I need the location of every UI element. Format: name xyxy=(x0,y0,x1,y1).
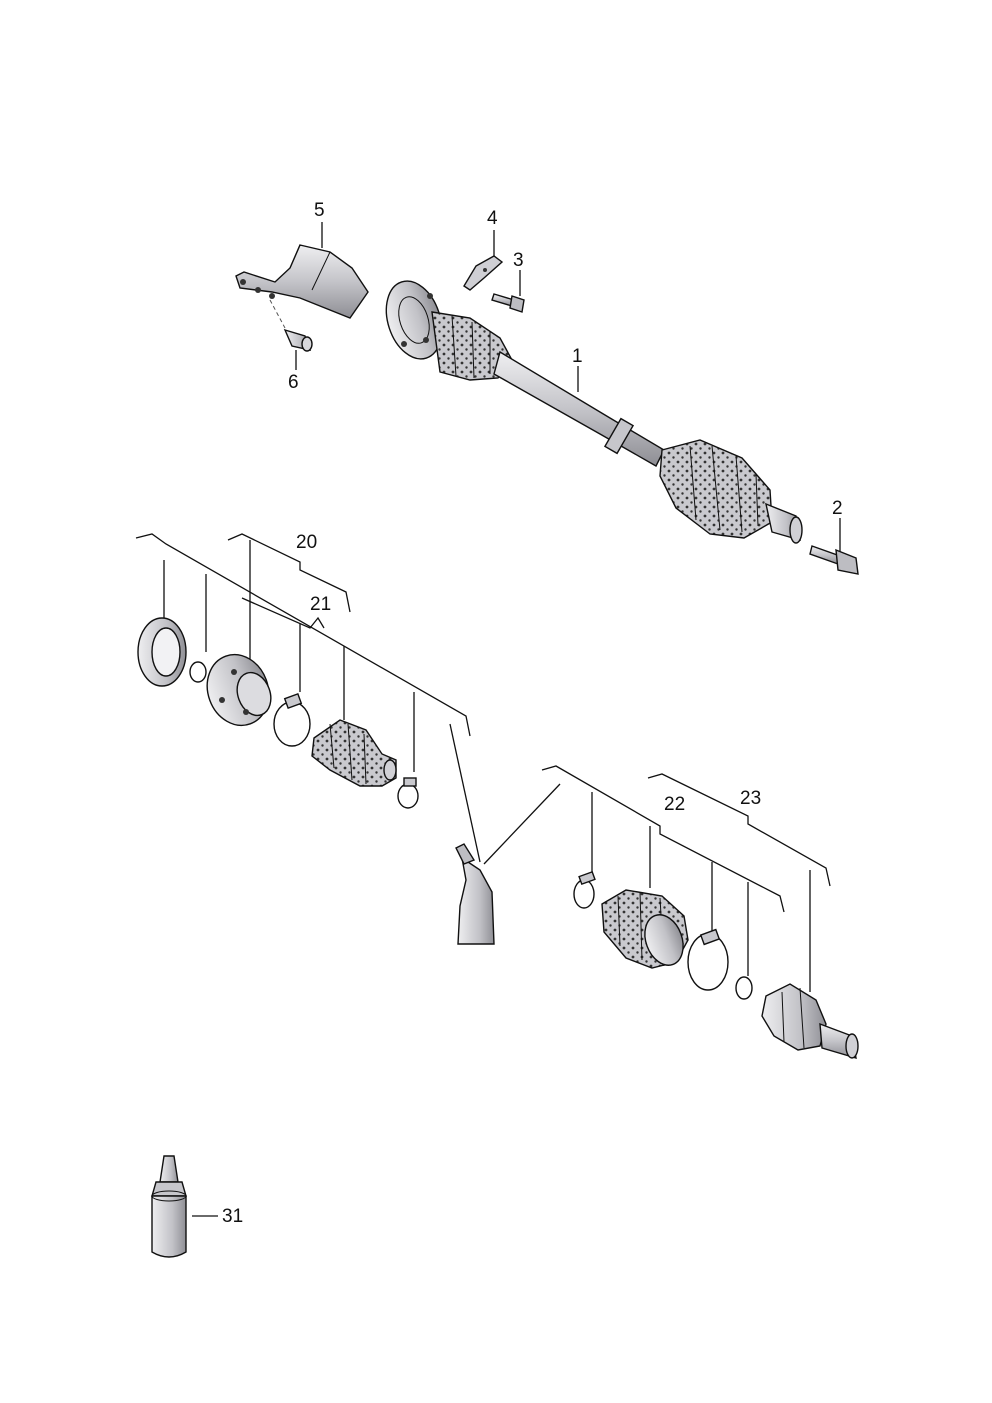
callout-20: 20 xyxy=(296,532,317,553)
clamp-outer-small xyxy=(573,870,596,909)
flange-joint xyxy=(206,653,272,727)
spacer-sleeve-part-6 xyxy=(283,328,313,352)
seal-ring xyxy=(137,617,187,687)
bracket-20-main xyxy=(135,533,471,737)
assembly-dash-6 xyxy=(269,299,286,329)
bracket-23 xyxy=(647,773,831,887)
clamp-small xyxy=(397,777,419,809)
callout-3: 3 xyxy=(513,250,524,271)
leader-grease-left xyxy=(449,723,481,863)
inner-boot xyxy=(311,719,397,787)
clamp-large xyxy=(273,693,311,747)
callout-21: 21 xyxy=(310,594,331,615)
callout-2: 2 xyxy=(832,498,843,519)
bracket-20-top xyxy=(227,533,351,613)
heat-shield-part-5 xyxy=(235,244,369,319)
callout-6: 6 xyxy=(288,372,299,393)
bracket-22 xyxy=(541,765,785,913)
retaining-plate-part-4 xyxy=(463,255,504,291)
callout-22: 22 xyxy=(664,794,685,815)
bolt-part-2 xyxy=(809,545,859,575)
callout-1: 1 xyxy=(572,346,583,367)
grease-tube xyxy=(455,843,495,945)
callout-5: 5 xyxy=(314,200,325,221)
circlip-left xyxy=(189,661,207,683)
leader-grease-right xyxy=(483,783,561,865)
outer-joint xyxy=(761,983,859,1059)
clamp-outer-large xyxy=(687,928,729,991)
grease-bottle-part-31 xyxy=(151,1155,187,1258)
drive-shaft-part-1 xyxy=(385,280,803,544)
circlip-right xyxy=(735,976,753,1000)
small-bolt-part-3 xyxy=(491,293,525,313)
callout-31: 31 xyxy=(222,1206,243,1227)
callout-4: 4 xyxy=(487,208,498,229)
callout-23: 23 xyxy=(740,788,761,809)
outer-boot xyxy=(601,889,689,969)
bracket-21 xyxy=(241,597,325,629)
